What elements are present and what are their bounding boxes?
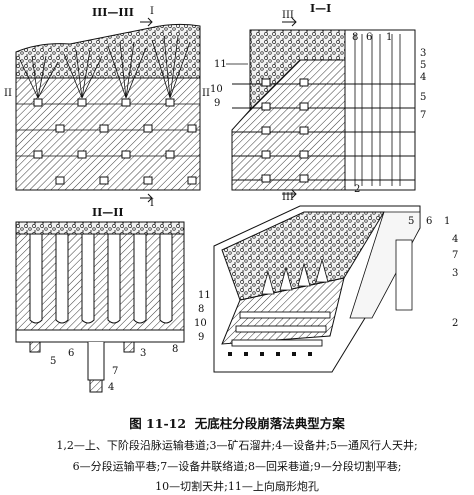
label-4-br: 4 <box>452 234 458 245</box>
label-6: 6 <box>366 32 372 43</box>
label-3-br: 3 <box>452 268 458 279</box>
cut-mark-ii-right: II <box>202 88 210 99</box>
cut-mark-i-bottom: I <box>150 198 154 209</box>
label-1: 1 <box>386 32 392 43</box>
label-11-top: 11 <box>214 59 227 70</box>
label-9-br: 9 <box>198 332 204 343</box>
label-2-br: 2 <box>452 318 458 329</box>
label-1-br: 1 <box>444 216 450 227</box>
label-8: 8 <box>352 32 358 43</box>
label-4-bl: 4 <box>108 382 114 393</box>
drift-openings <box>33 98 197 185</box>
ore-pillars-block <box>15 233 185 331</box>
label-6-bl: 6 <box>68 348 74 359</box>
drift-openings-right <box>261 78 309 183</box>
haulage-drift <box>15 329 185 343</box>
label-7-bl: 7 <box>112 366 118 377</box>
section-label-ii-ii: II—II <box>92 206 124 219</box>
label-11-br: 11 <box>198 290 211 301</box>
caved-rock-zone <box>15 23 201 79</box>
stope-drifts <box>29 233 173 324</box>
cut-arrow-i-top <box>140 17 153 27</box>
label-5-bl: 5 <box>50 356 56 367</box>
section-label-i-i: I—I <box>310 2 331 15</box>
shaft-4 <box>89 379 103 393</box>
orepass-3 <box>123 341 135 353</box>
label-3-bl: 3 <box>140 348 146 359</box>
shafts-3d <box>349 211 421 319</box>
caved-rock-top <box>15 221 185 235</box>
cut-mark-ii-left: II <box>4 88 12 99</box>
label-7-br: 7 <box>452 250 458 261</box>
label-10-br: 10 <box>194 318 207 329</box>
label-4: 4 <box>420 72 426 83</box>
inclined-ore-body <box>231 59 346 191</box>
equipment-passage <box>87 342 105 381</box>
cut-mark-i-top: I <box>150 6 154 17</box>
label-5-br: 5 <box>408 216 414 227</box>
view-i-i: I—I III 8 6 1 3 5 <box>210 2 426 203</box>
section-label-iii-iii: III—III <box>92 6 134 19</box>
fan-cones <box>261 258 329 295</box>
label-9: 9 <box>214 98 220 109</box>
cut-arrow-i-bottom <box>140 193 153 203</box>
label-2: 2 <box>354 184 360 195</box>
cut-arrow-iii-top <box>282 17 297 27</box>
shaft-lines <box>354 34 401 186</box>
label-5: 5 <box>420 92 426 103</box>
label-3: 3 <box>420 48 426 59</box>
drifts-3d <box>231 311 331 347</box>
label-6-br: 6 <box>426 216 432 227</box>
view-ii-ii: II—II 5 6 3 8 7 4 <box>15 206 185 393</box>
view-isometric: 5 6 1 4 7 3 2 11 8 10 9 <box>194 205 458 373</box>
label-5-top: 5 <box>420 60 426 71</box>
raise-5 <box>29 341 41 353</box>
blast-fans <box>19 35 191 99</box>
label-7: 7 <box>420 110 426 121</box>
label-10: 10 <box>210 84 223 95</box>
cut-mark-iii-bottom: III <box>282 192 294 203</box>
view-iii-iii: III—III I II II I <box>4 6 210 209</box>
cut-arrow-iii-bottom <box>282 189 297 199</box>
level-dots <box>228 352 312 356</box>
cut-mark-iii-top: III <box>282 10 294 21</box>
ore-body-block <box>15 77 201 191</box>
label-8-bl: 8 <box>172 344 178 355</box>
label-8-br: 8 <box>198 304 204 315</box>
